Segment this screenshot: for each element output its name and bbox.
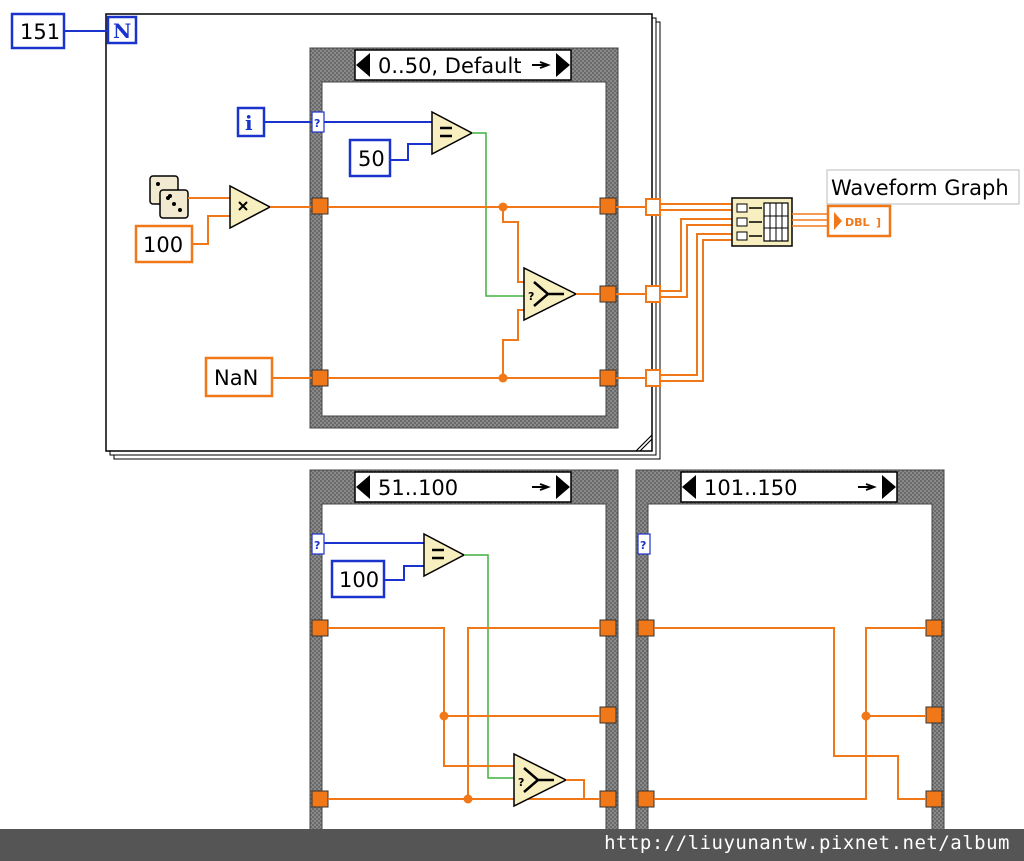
watermark-bar: http://liuyunantw.pixnet.net/album [0, 829, 1024, 861]
tunnel-in-random-mid[interactable] [311, 619, 329, 637]
svg-text:?: ? [640, 539, 646, 552]
tunnel-in-nan-last[interactable] [637, 790, 655, 808]
waveform-graph-label: Waveform Graph [826, 169, 1020, 205]
random-scale-constant[interactable]: 100 [134, 224, 194, 264]
select-icon[interactable]: ? [523, 266, 578, 322]
constant-50[interactable]: 50 [348, 138, 392, 178]
constant-100-mid[interactable]: 100 [330, 559, 386, 599]
tunnel-in-random-last[interactable] [637, 619, 655, 637]
next-case-arrow-icon[interactable] [882, 475, 896, 499]
loop-resize-corner[interactable] [635, 434, 653, 452]
iteration-terminal[interactable]: i [236, 106, 266, 138]
selector-terminal-last[interactable]: ? [637, 533, 651, 555]
case-selector-mid[interactable]: 51..100 [354, 471, 572, 503]
waveform-graph-terminal[interactable]: DBL ] [826, 204, 892, 238]
selector-terminal-main[interactable]: ? [311, 111, 325, 133]
svg-text:?: ? [314, 117, 320, 130]
svg-text:100: 100 [339, 568, 379, 592]
svg-text:NaN: NaN [214, 366, 258, 390]
svg-text:50: 50 [358, 147, 385, 171]
case-selector-main[interactable]: 0..50, Default [354, 49, 572, 81]
tunnel-out-3-last[interactable] [925, 790, 943, 808]
svg-text:?: ? [314, 539, 320, 552]
case-selector-last[interactable]: 101..150 [680, 471, 898, 503]
tunnel-in-random[interactable] [311, 197, 329, 215]
equal-icon[interactable] [423, 532, 466, 578]
multiply-icon[interactable] [229, 184, 272, 230]
case-structure-main[interactable] [309, 47, 619, 429]
svg-text:DBL: DBL [845, 216, 870, 229]
selector-terminal-mid[interactable]: ? [311, 533, 325, 555]
count-terminal[interactable]: N [106, 15, 138, 45]
tunnel-out-3-mid[interactable] [599, 790, 617, 808]
prev-case-arrow-icon[interactable] [356, 53, 370, 77]
svg-text:i: i [245, 111, 253, 135]
svg-text:?: ? [518, 776, 524, 789]
dice-icon[interactable] [149, 175, 189, 219]
equal-icon[interactable] [431, 110, 474, 156]
tunnel-in-nan[interactable] [311, 369, 329, 387]
tunnel-out-2[interactable] [599, 285, 617, 303]
case-structure-mid[interactable] [309, 469, 619, 841]
tunnel-out-2-last[interactable] [925, 706, 943, 724]
watermark-url: http://liuyunantw.pixnet.net/album [604, 832, 1010, 854]
prev-case-arrow-icon[interactable] [356, 475, 370, 499]
svg-text:]: ] [876, 216, 881, 229]
svg-text:?: ? [528, 290, 534, 303]
svg-text:N: N [113, 19, 131, 43]
case-structure-last[interactable] [635, 469, 945, 841]
prev-case-arrow-icon[interactable] [682, 475, 696, 499]
tunnel-out-2-mid[interactable] [599, 706, 617, 724]
tunnel-in-nan-mid[interactable] [311, 790, 329, 808]
index-tunnel-2[interactable] [645, 285, 661, 303]
tunnel-out-1-mid[interactable] [599, 619, 617, 637]
tunnel-out-1-last[interactable] [925, 619, 943, 637]
case-dropdown-icon[interactable] [532, 61, 551, 69]
nan-constant[interactable]: NaN [204, 356, 274, 398]
select-icon[interactable]: ? [513, 752, 568, 808]
case-dropdown-icon[interactable] [532, 483, 551, 491]
build-array-icon[interactable] [731, 197, 793, 247]
case-dropdown-icon[interactable] [858, 483, 877, 491]
next-case-arrow-icon[interactable] [556, 475, 570, 499]
next-case-arrow-icon[interactable] [556, 53, 570, 77]
index-tunnel-3[interactable] [645, 369, 661, 387]
count-constant[interactable]: 151 [10, 12, 66, 50]
svg-text:101..150: 101..150 [704, 476, 798, 500]
svg-text:100: 100 [143, 233, 183, 257]
svg-text:51..100: 51..100 [378, 476, 458, 500]
index-tunnel-1[interactable] [645, 198, 661, 216]
tunnel-out-1[interactable] [599, 197, 617, 215]
svg-text:151: 151 [20, 20, 60, 44]
svg-text:0..50, Default: 0..50, Default [378, 54, 522, 78]
svg-text:Waveform Graph: Waveform Graph [831, 176, 1009, 200]
tunnel-out-3[interactable] [599, 369, 617, 387]
